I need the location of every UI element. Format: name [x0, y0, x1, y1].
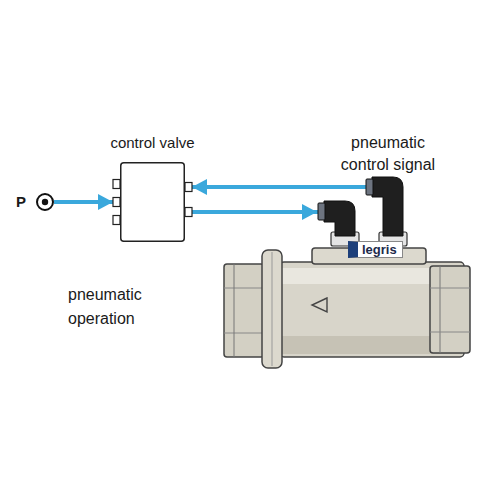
brand-logo: legris	[348, 241, 403, 258]
valve-body	[224, 288, 264, 289]
operation-note: pneumatic operation	[68, 283, 198, 331]
valve-port	[113, 216, 120, 225]
valve-body	[430, 266, 470, 353]
box-heading: control valve	[110, 134, 194, 152]
valve-body	[234, 264, 235, 357]
valve-body	[430, 288, 470, 289]
valve-body	[262, 250, 282, 368]
valve-body	[430, 332, 470, 333]
valve-port	[185, 208, 192, 217]
elbow-fitting	[324, 201, 355, 236]
valve-body	[272, 252, 273, 366]
valve-body	[312, 298, 327, 312]
arrow-line	[192, 187, 393, 240]
arrow-head	[98, 194, 113, 210]
valve-body	[440, 266, 441, 353]
valve-port	[113, 198, 120, 207]
source-circle	[37, 194, 53, 210]
valve-body: legris	[220, 240, 472, 365]
signal-arrow	[192, 179, 393, 240]
elbow-fitting	[318, 203, 325, 220]
valve-body	[224, 333, 264, 334]
port-letter: P	[16, 193, 26, 211]
valve-body	[224, 264, 264, 357]
elbow-fitting	[372, 177, 403, 236]
pressure-source-outline	[36, 193, 54, 211]
valve-housing	[121, 163, 185, 242]
signal-arrow	[54, 194, 113, 210]
arrow-head	[192, 179, 207, 195]
control-valve: control valve	[120, 162, 185, 242]
valve-port	[113, 180, 120, 189]
signal-arrow	[192, 204, 345, 240]
arrow-head	[302, 204, 317, 220]
pressure-source: P	[36, 193, 54, 211]
signal-label: pneumatic control signal	[324, 132, 452, 176]
elbow-fitting	[366, 179, 373, 195]
valve-body	[224, 248, 470, 368]
source-dot	[42, 199, 48, 205]
valve-port	[185, 183, 192, 192]
elbow-fitting	[318, 177, 407, 246]
control-valve-outline	[120, 162, 185, 242]
